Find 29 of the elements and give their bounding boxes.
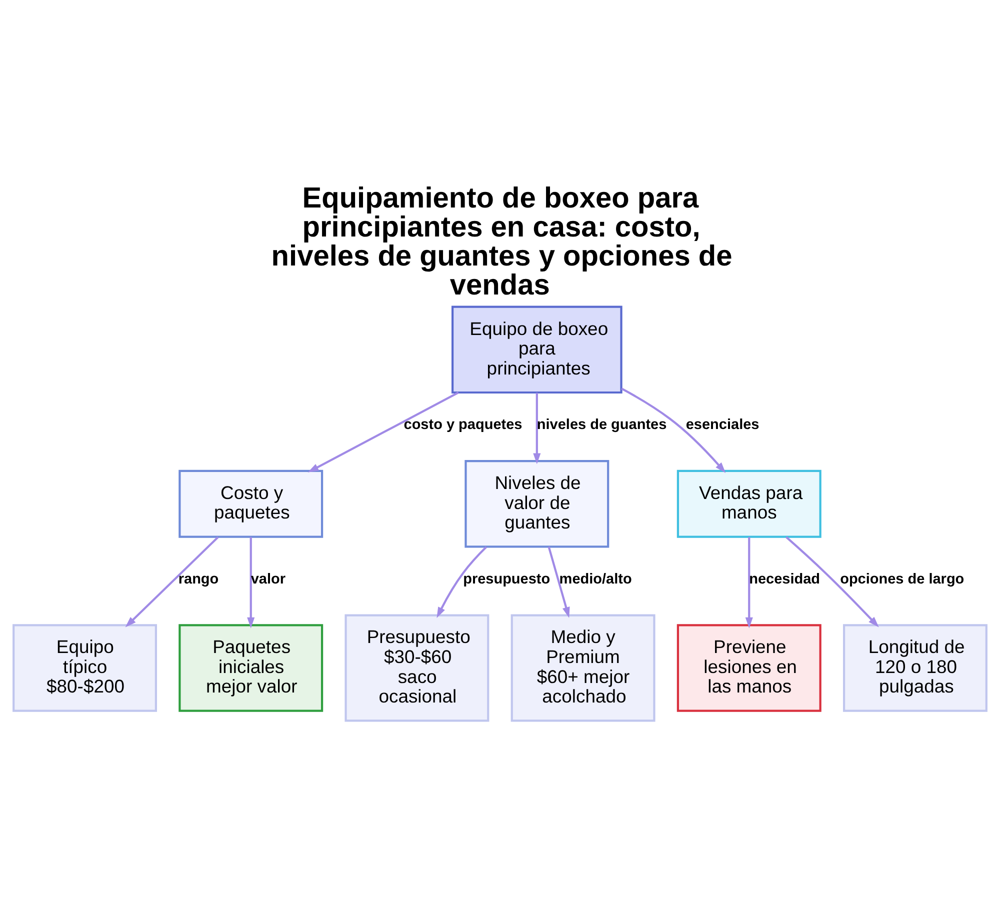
node-box: Equipo de boxeo para principiantes bbox=[452, 305, 622, 394]
node-box: Presupuesto $30-$60 saco ocasional bbox=[344, 614, 490, 722]
edge-label: costo y paquetes bbox=[404, 416, 522, 433]
edge-label: rango bbox=[178, 570, 219, 587]
node-box: Medio y Premium $60+ mejor acolchado bbox=[510, 614, 656, 722]
arrow bbox=[308, 391, 459, 472]
arrow bbox=[436, 546, 488, 618]
node-box: Vendas para manos bbox=[676, 469, 822, 538]
edge-label: esenciales bbox=[686, 416, 760, 433]
edge-label: valor bbox=[250, 570, 286, 587]
node-box: Previene lesiones en las manos bbox=[676, 624, 822, 712]
arrow bbox=[621, 387, 726, 472]
node-box: Longitud de 120 o 180 pulgadas bbox=[843, 624, 988, 712]
edge-label: niveles de guantes bbox=[536, 416, 667, 433]
arrow bbox=[745, 536, 753, 628]
node-box: Niveles de valor de guantes bbox=[464, 460, 610, 548]
node-box: Costo y paquetes bbox=[178, 469, 324, 538]
arrow bbox=[786, 536, 879, 627]
edge-label: medio/alto bbox=[559, 570, 632, 587]
edge-label: opciones de largo bbox=[840, 570, 964, 587]
edge-label: necesidad bbox=[749, 570, 820, 587]
node-box: Paquetes iniciales mejor valor bbox=[178, 624, 324, 712]
node-box: Equipo típico $80-$200 bbox=[12, 624, 158, 712]
edge-label: presupuesto bbox=[463, 570, 550, 587]
arrow bbox=[125, 536, 219, 627]
arrow bbox=[247, 536, 255, 628]
diagram-title: Equipamiento de boxeo para principiantes en casa: costo, niveles de guantes y opciones de vendas bbox=[271, 182, 732, 301]
arrow bbox=[533, 392, 541, 464]
arrow bbox=[548, 546, 570, 618]
